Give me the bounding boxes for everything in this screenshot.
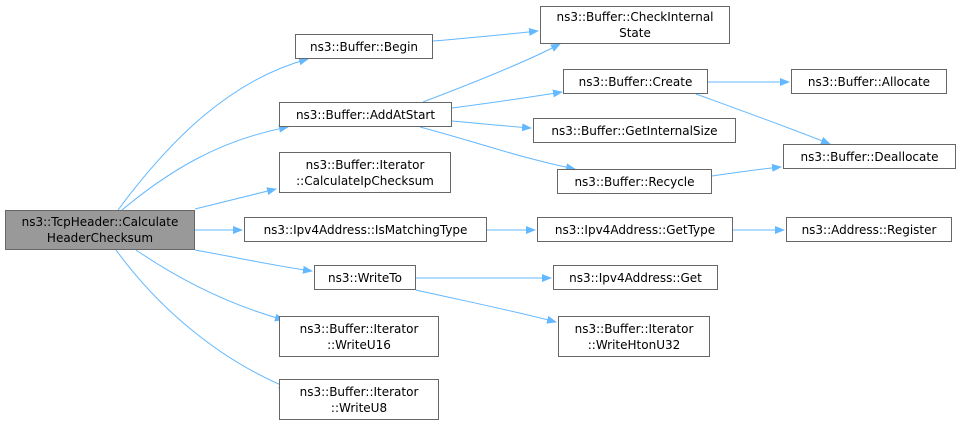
edge-root-to-writeu8	[115, 249, 289, 389]
edge-root-to-writeu16	[135, 249, 285, 322]
node-buffer-deallocate[interactable]: ns3::Buffer::Deallocate	[783, 144, 956, 169]
edge-begin-to-checkinternal	[432, 27, 539, 42]
edge-addatstart-to-create	[451, 89, 563, 109]
node-address-register[interactable]: ns3::Address::Register	[786, 217, 952, 242]
node-label-line: ns3::Ipv4Address::Get	[569, 270, 702, 285]
node-label-line: ns3::Buffer::Iterator	[299, 384, 419, 399]
node-label-line: ns3::Buffer::Iterator	[299, 321, 419, 336]
node-label-line: ns3::Buffer::Begin	[309, 39, 419, 54]
node-ipv4address-is-matching-type[interactable]: ns3::Ipv4Address::IsMatchingType	[244, 217, 487, 242]
node-label-line: ns3::Address::Register	[801, 222, 937, 237]
node-buffer-iterator-write-u16[interactable]: ns3::Buffer::Iterator ::WriteU16	[279, 316, 439, 357]
edge-writeto-to-writehtonu32	[415, 289, 557, 324]
node-buffer-create[interactable]: ns3::Buffer::Create	[563, 69, 708, 94]
node-label-line: State	[619, 26, 651, 40]
node-label-line: ns3::Ipv4Address::GetType	[554, 222, 716, 237]
node-label-line: ns3::Buffer::Create	[578, 74, 693, 89]
edge-addatstart-to-recycle	[419, 126, 576, 172]
node-label-line: ns3::Buffer::Iterator	[574, 321, 694, 336]
node-write-to[interactable]: ns3::WriteTo	[314, 265, 416, 290]
node-label-line: ns3::Buffer::Recycle	[574, 174, 695, 189]
node-buffer-iterator-write-hton-u32[interactable]: ns3::Buffer::Iterator ::WriteHtonU32	[558, 316, 710, 357]
node-label-line: ns3::Buffer::AddAtStart	[295, 107, 436, 122]
node-buffer-add-at-start[interactable]: ns3::Buffer::AddAtStart	[279, 102, 452, 127]
edge-root-to-begin	[117, 57, 309, 211]
node-label-line: ns3::Buffer::CheckInternal	[556, 10, 714, 24]
edge-addatstart-to-getinternalsize	[451, 120, 532, 132]
node-label-line: HeaderChecksum	[46, 231, 154, 245]
node-ipv4address-get[interactable]: ns3::Ipv4Address::Get	[553, 265, 718, 290]
node-buffer-iterator-calculate-ip-checksum[interactable]: ns3::Buffer::Iterator ::CalculateIpCheck…	[279, 152, 451, 193]
edges-layer	[115, 27, 831, 389]
node-buffer-recycle[interactable]: ns3::Buffer::Recycle	[557, 169, 712, 194]
node-buffer-check-internal-state[interactable]: ns3::Buffer::CheckInternal State	[540, 6, 730, 44]
node-label-line: ::CalculateIpChecksum	[296, 173, 434, 188]
edge-root-to-addatstart	[121, 124, 289, 211]
edge-addatstart-to-checkinternal	[422, 43, 561, 103]
node-ipv4address-get-type[interactable]: ns3::Ipv4Address::GetType	[537, 217, 733, 242]
node-label-line: ns3::TcpHeader::Calculate	[21, 215, 179, 229]
node-label-line: ns3::WriteTo	[328, 270, 402, 285]
node-buffer-iterator-write-u8[interactable]: ns3::Buffer::Iterator ::WriteU8	[279, 379, 439, 420]
node-buffer-allocate[interactable]: ns3::Buffer::Allocate	[791, 69, 947, 94]
edge-recycle-to-deallocate	[711, 163, 782, 177]
edge-root-to-calcip	[194, 187, 277, 210]
node-label-line: ns3::Buffer::Allocate	[807, 74, 931, 89]
edge-root-to-writeto	[194, 249, 313, 274]
node-label-line: ns3::Buffer::Iterator	[305, 157, 425, 172]
node-label-line: ns3::Ipv4Address::IsMatchingType	[263, 222, 468, 237]
node-label-line: ns3::Buffer::GetInternalSize	[551, 123, 718, 138]
node-buffer-begin[interactable]: ns3::Buffer::Begin	[295, 34, 433, 59]
node-buffer-get-internal-size[interactable]: ns3::Buffer::GetInternalSize	[533, 118, 736, 143]
node-label-line: ::WriteU16	[327, 337, 391, 352]
node-label-line: ::WriteU8	[330, 400, 388, 415]
node-label-line: ns3::Buffer::Deallocate	[800, 149, 939, 164]
edge-create-to-deallocate	[695, 93, 831, 145]
node-tcpheader-calculate-header-checksum: ns3::TcpHeader::Calculate HeaderChecksum	[5, 210, 195, 250]
node-label-line: ::WriteHtonU32	[587, 337, 681, 352]
